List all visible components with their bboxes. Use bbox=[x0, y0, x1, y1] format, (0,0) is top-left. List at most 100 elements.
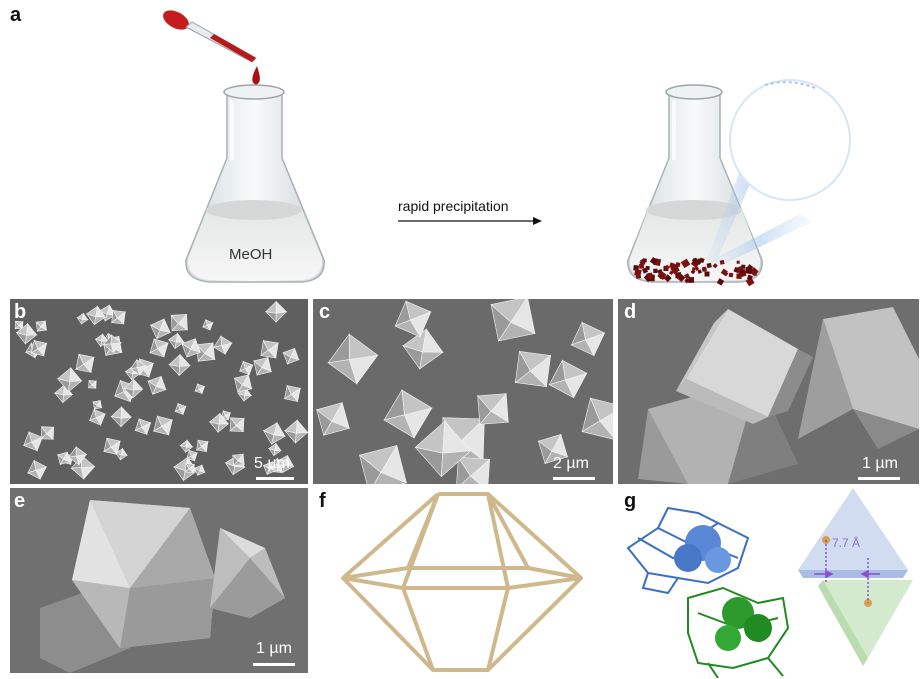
sem-crystal bbox=[220, 409, 232, 421]
precipitate-crystal bbox=[746, 274, 753, 281]
sem-crystal bbox=[455, 456, 491, 484]
magnification-bubble bbox=[706, 79, 851, 266]
sem-crystal bbox=[548, 359, 588, 399]
precipitate-crystal bbox=[739, 269, 745, 275]
sem-crystal bbox=[170, 313, 189, 332]
sem-crystal bbox=[134, 417, 152, 435]
sem-crystal bbox=[282, 347, 300, 365]
molecular-packing-model bbox=[626, 488, 913, 678]
precipitate-crystal bbox=[690, 269, 696, 275]
sem-crystal bbox=[184, 462, 196, 474]
precipitate-crystal bbox=[657, 270, 667, 280]
sem-crystal bbox=[85, 305, 107, 326]
precipitate-crystal bbox=[719, 259, 725, 265]
dropper-icon bbox=[163, 10, 260, 85]
sem-crystal bbox=[514, 350, 552, 388]
panel-c-label: c bbox=[319, 301, 331, 323]
distance-label: 7.7 Å bbox=[832, 536, 861, 550]
sem-crystal bbox=[327, 333, 379, 385]
sem-crystal bbox=[22, 431, 44, 452]
precipitate-crystal bbox=[663, 274, 672, 283]
sem-crystal bbox=[316, 401, 351, 437]
precipitate-crystal bbox=[664, 264, 670, 271]
sem-crystal bbox=[88, 408, 106, 426]
precipitate-crystal bbox=[712, 263, 718, 269]
sem-crystal bbox=[260, 339, 279, 359]
sem-crystal bbox=[129, 358, 147, 376]
sem-panel-d: d 1 µm bbox=[618, 299, 919, 484]
precipitate-crystal bbox=[647, 272, 655, 281]
sem-d-image bbox=[638, 307, 919, 484]
blue-cage-model bbox=[626, 506, 750, 595]
sem-crystal bbox=[253, 356, 273, 376]
precipitate-crystal bbox=[668, 262, 676, 269]
sem-crystal bbox=[394, 300, 432, 338]
sem-crystal bbox=[268, 442, 282, 457]
sem-crystal bbox=[383, 389, 433, 439]
panel-b-label: b bbox=[14, 301, 27, 323]
scale-bar-c bbox=[553, 477, 595, 480]
green-cage-model bbox=[687, 586, 790, 678]
sem-crystal bbox=[179, 439, 194, 454]
sem-crystal bbox=[284, 419, 308, 444]
sem-crystal bbox=[110, 406, 132, 428]
green-triangle-model bbox=[818, 580, 913, 666]
precipitate-crystal bbox=[688, 276, 695, 283]
scale-bar-e bbox=[253, 663, 295, 666]
sem-crystal bbox=[75, 353, 95, 374]
precipitate-crystal bbox=[695, 258, 703, 266]
precipitate-crystal bbox=[669, 270, 674, 276]
sem-crystal bbox=[233, 374, 253, 393]
panel-d-label: d bbox=[624, 301, 637, 323]
sem-crystal bbox=[110, 309, 126, 325]
scale-bar-d bbox=[858, 477, 900, 480]
panel-a-label: a bbox=[10, 4, 22, 26]
precipitate-crystal bbox=[736, 273, 742, 279]
sem-panel-c: c 2 µm bbox=[313, 299, 613, 484]
precipitate-crystal bbox=[745, 277, 755, 287]
sem-crystal bbox=[15, 322, 38, 345]
sem-crystal bbox=[147, 375, 167, 395]
sem-b-image bbox=[14, 300, 308, 482]
precipitate-crystal bbox=[716, 278, 725, 286]
panel-a-illustration bbox=[163, 10, 851, 287]
sem-crystal bbox=[87, 379, 97, 389]
sem-crystal bbox=[181, 337, 202, 358]
precipitate-crystal bbox=[639, 263, 645, 269]
precipitate-crystals bbox=[633, 257, 759, 287]
sem-crystal bbox=[477, 392, 510, 426]
sem-crystal bbox=[40, 425, 55, 440]
arrow-label: rapid precipitation bbox=[398, 198, 509, 214]
sem-crystal bbox=[149, 337, 169, 358]
sem-crystal bbox=[67, 446, 88, 466]
sem-crystal bbox=[30, 339, 48, 357]
precipitate-crystal bbox=[704, 271, 710, 277]
sem-crystal bbox=[283, 384, 302, 403]
sem-crystal bbox=[270, 457, 285, 473]
precipitate-crystal bbox=[680, 258, 691, 269]
sem-crystal bbox=[402, 328, 444, 370]
precipitate-crystal bbox=[701, 266, 707, 272]
panel-e-label: e bbox=[14, 490, 26, 512]
sem-crystal bbox=[208, 412, 230, 433]
sem-crystal bbox=[152, 415, 174, 436]
precipitate-crystal bbox=[697, 269, 702, 274]
sem-crystal bbox=[103, 437, 121, 456]
panel-f: f bbox=[313, 488, 613, 678]
precipitate-crystal bbox=[728, 272, 734, 278]
precipitate-crystal bbox=[645, 265, 650, 270]
sem-crystal bbox=[123, 378, 144, 399]
sem-crystal bbox=[213, 335, 233, 355]
sem-crystal bbox=[185, 449, 198, 462]
sem-crystal bbox=[232, 453, 246, 467]
panel-g: g bbox=[618, 488, 919, 678]
sem-crystal bbox=[150, 318, 172, 340]
sem-crystal bbox=[414, 420, 472, 478]
sem-crystal bbox=[103, 334, 122, 354]
precipitate-crystal bbox=[706, 262, 712, 269]
sem-crystal bbox=[94, 333, 109, 348]
scale-text-d: 1 µm bbox=[862, 455, 898, 472]
distance-arrows bbox=[814, 569, 880, 579]
precipitate-crystal bbox=[752, 271, 758, 276]
sem-crystal bbox=[490, 299, 536, 342]
